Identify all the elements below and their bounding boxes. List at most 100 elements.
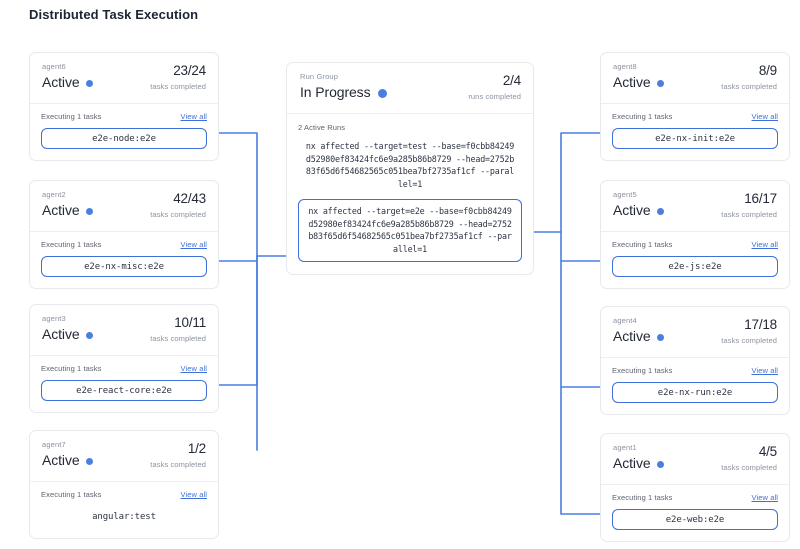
agent-card-body: Executing 1 tasks View all e2e-react-cor… [30, 356, 218, 412]
agent-progress: 1/2 tasks completed [150, 440, 206, 470]
agent-status-row: Active [613, 73, 777, 91]
run-group-card[interactable]: Run Group In Progress 2/4 runs completed… [286, 62, 534, 275]
agent-progress: 17/18 tasks completed [721, 316, 777, 346]
agent-status-row: Active [42, 451, 206, 469]
executing-label: Executing 1 tasks [41, 240, 102, 249]
agent-status-row: Active [42, 73, 206, 91]
executing-label: Executing 1 tasks [612, 366, 673, 375]
active-runs-label: 2 Active Runs [298, 123, 346, 132]
tasks-count: 42/43 [173, 191, 206, 206]
agent-card-agent5[interactable]: agent5 Active 16/17 tasks completed Exec… [600, 180, 790, 289]
run-group-header: Run Group In Progress 2/4 runs completed [287, 63, 533, 114]
executing-row: Executing 1 tasks View all [41, 240, 207, 249]
agent-status-text: Active [42, 202, 80, 218]
view-all-link[interactable]: View all [751, 112, 778, 121]
task-chip[interactable]: e2e-web:e2e [612, 509, 778, 530]
view-all-link[interactable]: View all [180, 112, 207, 121]
tasks-count: 8/9 [758, 63, 777, 78]
run-group-status-row: In Progress [300, 83, 520, 101]
task-chip[interactable]: e2e-nx-misc:e2e [41, 256, 207, 277]
agent-card-header: agent1 Active 4/5 tasks completed [601, 434, 789, 485]
executing-row: Executing 1 tasks View all [41, 490, 207, 499]
status-dot-icon [656, 207, 664, 215]
agent-progress: 42/43 tasks completed [150, 190, 206, 220]
agent-card-body: Executing 1 tasks View all angular:test [30, 482, 218, 538]
agent-card-agent4[interactable]: agent4 Active 17/18 tasks completed Exec… [600, 306, 790, 415]
status-dot-icon [85, 207, 93, 215]
agent-card-agent7[interactable]: agent7 Active 1/2 tasks completed Execut… [29, 430, 219, 539]
executing-row: Executing 1 tasks View all [41, 364, 207, 373]
tasks-count: 17/18 [744, 317, 777, 332]
agent-card-header: agent6 Active 23/24 tasks completed [30, 53, 218, 104]
agent-status-text: Active [613, 455, 651, 471]
task-chip[interactable]: e2e-nx-init:e2e [612, 128, 778, 149]
agent-card-header: agent2 Active 42/43 tasks completed [30, 181, 218, 232]
agent-name: agent4 [613, 316, 637, 325]
runs-count: 2/4 [502, 73, 521, 88]
tasks-count-label: tasks completed [150, 210, 206, 219]
agent-card-header: agent3 Active 10/11 tasks completed [30, 305, 218, 356]
executing-row: Executing 1 tasks View all [612, 112, 778, 121]
agent-status-text: Active [613, 202, 651, 218]
run-command-active[interactable]: nx affected --target=e2e --base=f0cbb842… [298, 199, 522, 262]
agent-card-body: Executing 1 tasks View all e2e-nx-misc:e… [30, 232, 218, 288]
executing-row: Executing 1 tasks View all [612, 493, 778, 502]
agent-name: agent2 [42, 190, 66, 199]
task-chip[interactable]: angular:test [41, 506, 207, 527]
status-dot-icon [656, 333, 664, 341]
agent-card-header: agent4 Active 17/18 tasks completed [601, 307, 789, 358]
agent-card-agent3[interactable]: agent3 Active 10/11 tasks completed Exec… [29, 304, 219, 413]
agent-name: agent3 [42, 314, 66, 323]
run-group-body: 2 Active Runs nx affected --target=test … [287, 114, 533, 274]
agent-status-text: Active [613, 74, 651, 90]
task-chip[interactable]: e2e-react-core:e2e [41, 380, 207, 401]
task-chip[interactable]: e2e-js:e2e [612, 256, 778, 277]
runs-count-label: runs completed [468, 92, 521, 101]
agent-status-row: Active [613, 201, 777, 219]
agent-card-body: Executing 1 tasks View all e2e-web:e2e [601, 485, 789, 541]
executing-label: Executing 1 tasks [612, 240, 673, 249]
executing-row: Executing 1 tasks View all [612, 240, 778, 249]
agent-card-header: agent5 Active 16/17 tasks completed [601, 181, 789, 232]
tasks-count-label: tasks completed [721, 463, 777, 472]
agent-card-header: agent7 Active 1/2 tasks completed [30, 431, 218, 482]
tasks-count-label: tasks completed [721, 82, 777, 91]
agent-name: agent5 [613, 190, 637, 199]
task-chip[interactable]: e2e-node:e2e [41, 128, 207, 149]
agent-card-agent6[interactable]: agent6 Active 23/24 tasks completed Exec… [29, 52, 219, 161]
view-all-link[interactable]: View all [751, 366, 778, 375]
view-all-link[interactable]: View all [180, 240, 207, 249]
task-chip[interactable]: e2e-nx-run:e2e [612, 382, 778, 403]
agent-card-agent2[interactable]: agent2 Active 42/43 tasks completed Exec… [29, 180, 219, 289]
status-dot-icon [85, 79, 93, 87]
tasks-count: 10/11 [174, 315, 206, 330]
view-all-link[interactable]: View all [180, 490, 207, 499]
agent-card-body: Executing 1 tasks View all e2e-node:e2e [30, 104, 218, 160]
tasks-count: 4/5 [758, 444, 777, 459]
status-dot-icon [656, 79, 664, 87]
agent-status-text: Active [42, 452, 80, 468]
run-group-status-text: In Progress [300, 84, 371, 100]
agent-progress: 10/11 tasks completed [150, 314, 206, 344]
agent-progress: 16/17 tasks completed [721, 190, 777, 220]
agent-card-agent1[interactable]: agent1 Active 4/5 tasks completed Execut… [600, 433, 790, 542]
status-dot-icon [85, 457, 93, 465]
agent-status-text: Active [613, 328, 651, 344]
agent-name: agent1 [613, 443, 637, 452]
agent-progress: 23/24 tasks completed [150, 62, 206, 92]
run-command[interactable]: nx affected --target=test --base=f0cbb84… [305, 141, 515, 189]
view-all-link[interactable]: View all [751, 240, 778, 249]
executing-label: Executing 1 tasks [612, 493, 673, 502]
tasks-count-label: tasks completed [150, 334, 206, 343]
agent-status-text: Active [42, 326, 80, 342]
agent-card-body: Executing 1 tasks View all e2e-js:e2e [601, 232, 789, 288]
agent-card-header: agent8 Active 8/9 tasks completed [601, 53, 789, 104]
view-all-link[interactable]: View all [180, 364, 207, 373]
view-all-link[interactable]: View all [751, 493, 778, 502]
run-group-label: Run Group [300, 72, 339, 81]
agent-card-agent8[interactable]: agent8 Active 8/9 tasks completed Execut… [600, 52, 790, 161]
agent-card-body: Executing 1 tasks View all e2e-nx-run:e2… [601, 358, 789, 414]
tasks-count: 1/2 [187, 441, 206, 456]
agent-status-row: Active [613, 327, 777, 345]
